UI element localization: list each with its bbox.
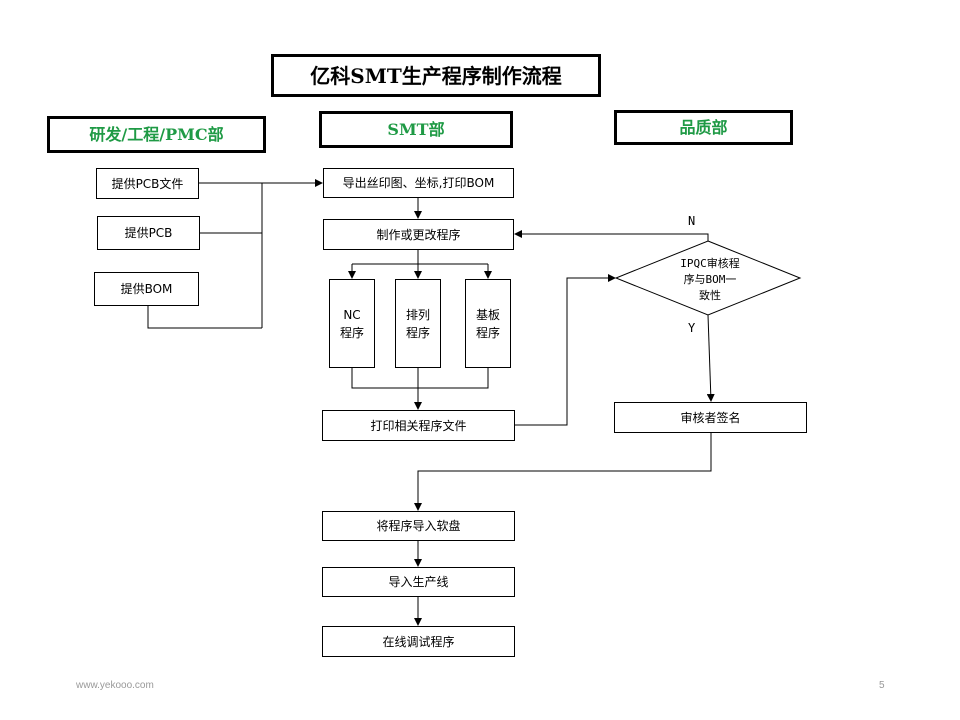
- arrange-program-line-1: 排列: [405, 307, 430, 322]
- arrange-program-line-2: 程序: [405, 325, 430, 340]
- import-production-line-box: 导入生产线: [322, 567, 515, 597]
- board-program-line-2: 程序: [475, 325, 500, 340]
- online-debug-box: 在线调试程序: [322, 626, 515, 657]
- import-floppy-box: 将程序导入软盘: [322, 511, 515, 541]
- make-program-box: 制作或更改程序: [323, 219, 514, 250]
- board-program-box: 基板 程序: [465, 279, 511, 368]
- nc-program-line-1: NC: [343, 307, 361, 322]
- ipqc-decision-diamond: [614, 240, 802, 316]
- export-silkscreen-box: 导出丝印图、坐标,打印BOM: [323, 168, 514, 198]
- reviewer-sign-box: 审核者签名: [614, 402, 807, 433]
- dept-rd-header: 研发/工程/PMC部: [47, 116, 266, 153]
- nc-program-line-2: 程序: [339, 325, 364, 340]
- provide-bom-box: 提供BOM: [94, 272, 199, 306]
- ipqc-decision-text: IPQC审核程 序与BOM一 致性: [640, 256, 780, 304]
- dept-qa-header: 品质部: [614, 110, 793, 145]
- print-documents-box: 打印相关程序文件: [322, 410, 515, 441]
- nc-program-box: NC 程序: [329, 279, 375, 368]
- ipqc-decision-line-1: IPQC审核程: [680, 257, 740, 270]
- provide-pcb-file-box: 提供PCB文件: [96, 168, 199, 199]
- page-title: 亿科SMT生产程序制作流程: [271, 54, 601, 97]
- arrange-program-box: 排列 程序: [395, 279, 441, 368]
- board-program-line-1: 基板: [475, 307, 500, 322]
- ipqc-decision-line-3: 致性: [699, 289, 721, 302]
- yes-label: Y: [688, 321, 696, 335]
- dept-smt-header: SMT部: [319, 111, 513, 148]
- page-number: 5: [879, 680, 885, 691]
- no-label: N: [688, 214, 696, 228]
- ipqc-decision-line-2: 序与BOM一: [683, 273, 737, 286]
- footer-url: www.yekooo.com: [76, 680, 154, 691]
- provide-pcb-box: 提供PCB: [97, 216, 200, 250]
